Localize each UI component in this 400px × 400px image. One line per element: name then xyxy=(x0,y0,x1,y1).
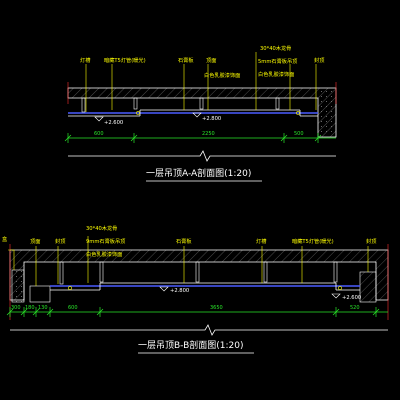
section-a-leaders xyxy=(85,52,317,112)
svg-text:+2.600: +2.600 xyxy=(104,120,123,126)
section-a-lamp-left xyxy=(136,111,140,115)
section-b-label-wood-keel: 30*40木龙骨 xyxy=(86,224,117,232)
section-b-dim-5: 3650 xyxy=(210,305,223,311)
section-a-slab-dots xyxy=(318,90,334,135)
section-a: 灯槽 暗藏T5灯管(暖光) 石膏板 白色乳胶漆饰面 顶面 30*40木龙骨 5m… xyxy=(64,44,337,182)
section-b-right-wall xyxy=(359,271,377,303)
section-a-label-t5-tube: 暗藏T5灯管(暖光) xyxy=(104,56,146,64)
section-a-lamp-right xyxy=(296,111,300,115)
svg-text:+2.800: +2.800 xyxy=(170,288,189,294)
section-b-label-left-partial: 盒 xyxy=(2,235,8,243)
section-b-label-keel-note: 9mm石膏板吊顶 xyxy=(86,237,125,245)
section-a-label-wood-keel: 30*40木龙骨 xyxy=(260,44,291,52)
section-a-keels xyxy=(81,97,280,113)
section-b-title: 一层吊顶B-B剖面图(1:20) xyxy=(138,339,244,351)
section-a-label-lamp-trough: 灯槽 xyxy=(80,56,90,64)
section-a-dim-2: 2250 xyxy=(202,131,215,137)
section-b-label-t5-tube: 暗藏T5灯管(暖光) xyxy=(292,237,334,245)
section-a-label-paint-right: 白色乳胶漆饰面 xyxy=(258,70,294,78)
section-a-label-trim: 封顶 xyxy=(314,56,324,64)
section-b-lamp-right xyxy=(338,286,342,290)
section-b-dimension-line xyxy=(6,307,388,317)
section-b-leaders xyxy=(8,236,369,286)
section-b-lamp-left xyxy=(68,286,72,290)
section-b-label-trim-right: 封顶 xyxy=(366,237,376,245)
svg-text:+2.800: +2.800 xyxy=(202,116,221,122)
section-b-label-paint: 白色乳胶漆饰面 xyxy=(86,250,122,258)
section-b-elevation-right: +2.600 xyxy=(331,293,361,301)
section-b-break-line xyxy=(10,324,388,336)
section-b-label-ceiling-plane: 顶面 xyxy=(30,238,40,245)
section-b-label-gypsum-board: 石膏板 xyxy=(176,237,192,245)
section-b-dim-4: 600 xyxy=(68,305,78,311)
section-b-label-lamp-trough: 灯槽 xyxy=(256,237,266,245)
section-b-keels xyxy=(59,261,338,285)
section-b-elevation-mid: +2.800 xyxy=(159,286,189,294)
section-a-dim-3: 500 xyxy=(294,131,304,137)
section-b-dim-6: 520 xyxy=(350,305,360,311)
section-a-label-keel-note: 5mm石膏板吊顶 xyxy=(258,57,297,65)
section-a-label-gypsum-board: 石膏板 xyxy=(178,56,194,64)
section-a-elevation-left: +2.600 xyxy=(94,116,123,126)
section-b-dim-3: 130 xyxy=(38,305,48,311)
section-b-dim-2: 180 xyxy=(25,305,35,311)
section-a-break-line xyxy=(68,150,336,162)
section-a-dim-1: 600 xyxy=(94,131,104,137)
section-b-left-wall xyxy=(11,269,25,303)
section-b-label-trim-left: 封顶 xyxy=(55,237,65,245)
section-b-left-trim-box xyxy=(29,285,51,303)
section-b-dim-1: 300 xyxy=(11,305,21,311)
svg-text:+2.600: +2.600 xyxy=(342,295,361,301)
section-a-title: 一层吊顶A-A剖面图(1:20) xyxy=(146,167,251,179)
section-a-elevation-right: +2.800 xyxy=(192,112,221,122)
section-a-label-ceiling-plane: 顶面 xyxy=(206,57,216,64)
section-a-label-paint: 白色乳胶漆饰面 xyxy=(204,71,240,79)
section-b: 盒 顶面 封顶 30*40木龙骨 9mm石膏板吊顶 白色乳胶漆饰面 石膏板 灯槽… xyxy=(2,224,389,354)
section-a-dimension-line xyxy=(64,133,336,143)
